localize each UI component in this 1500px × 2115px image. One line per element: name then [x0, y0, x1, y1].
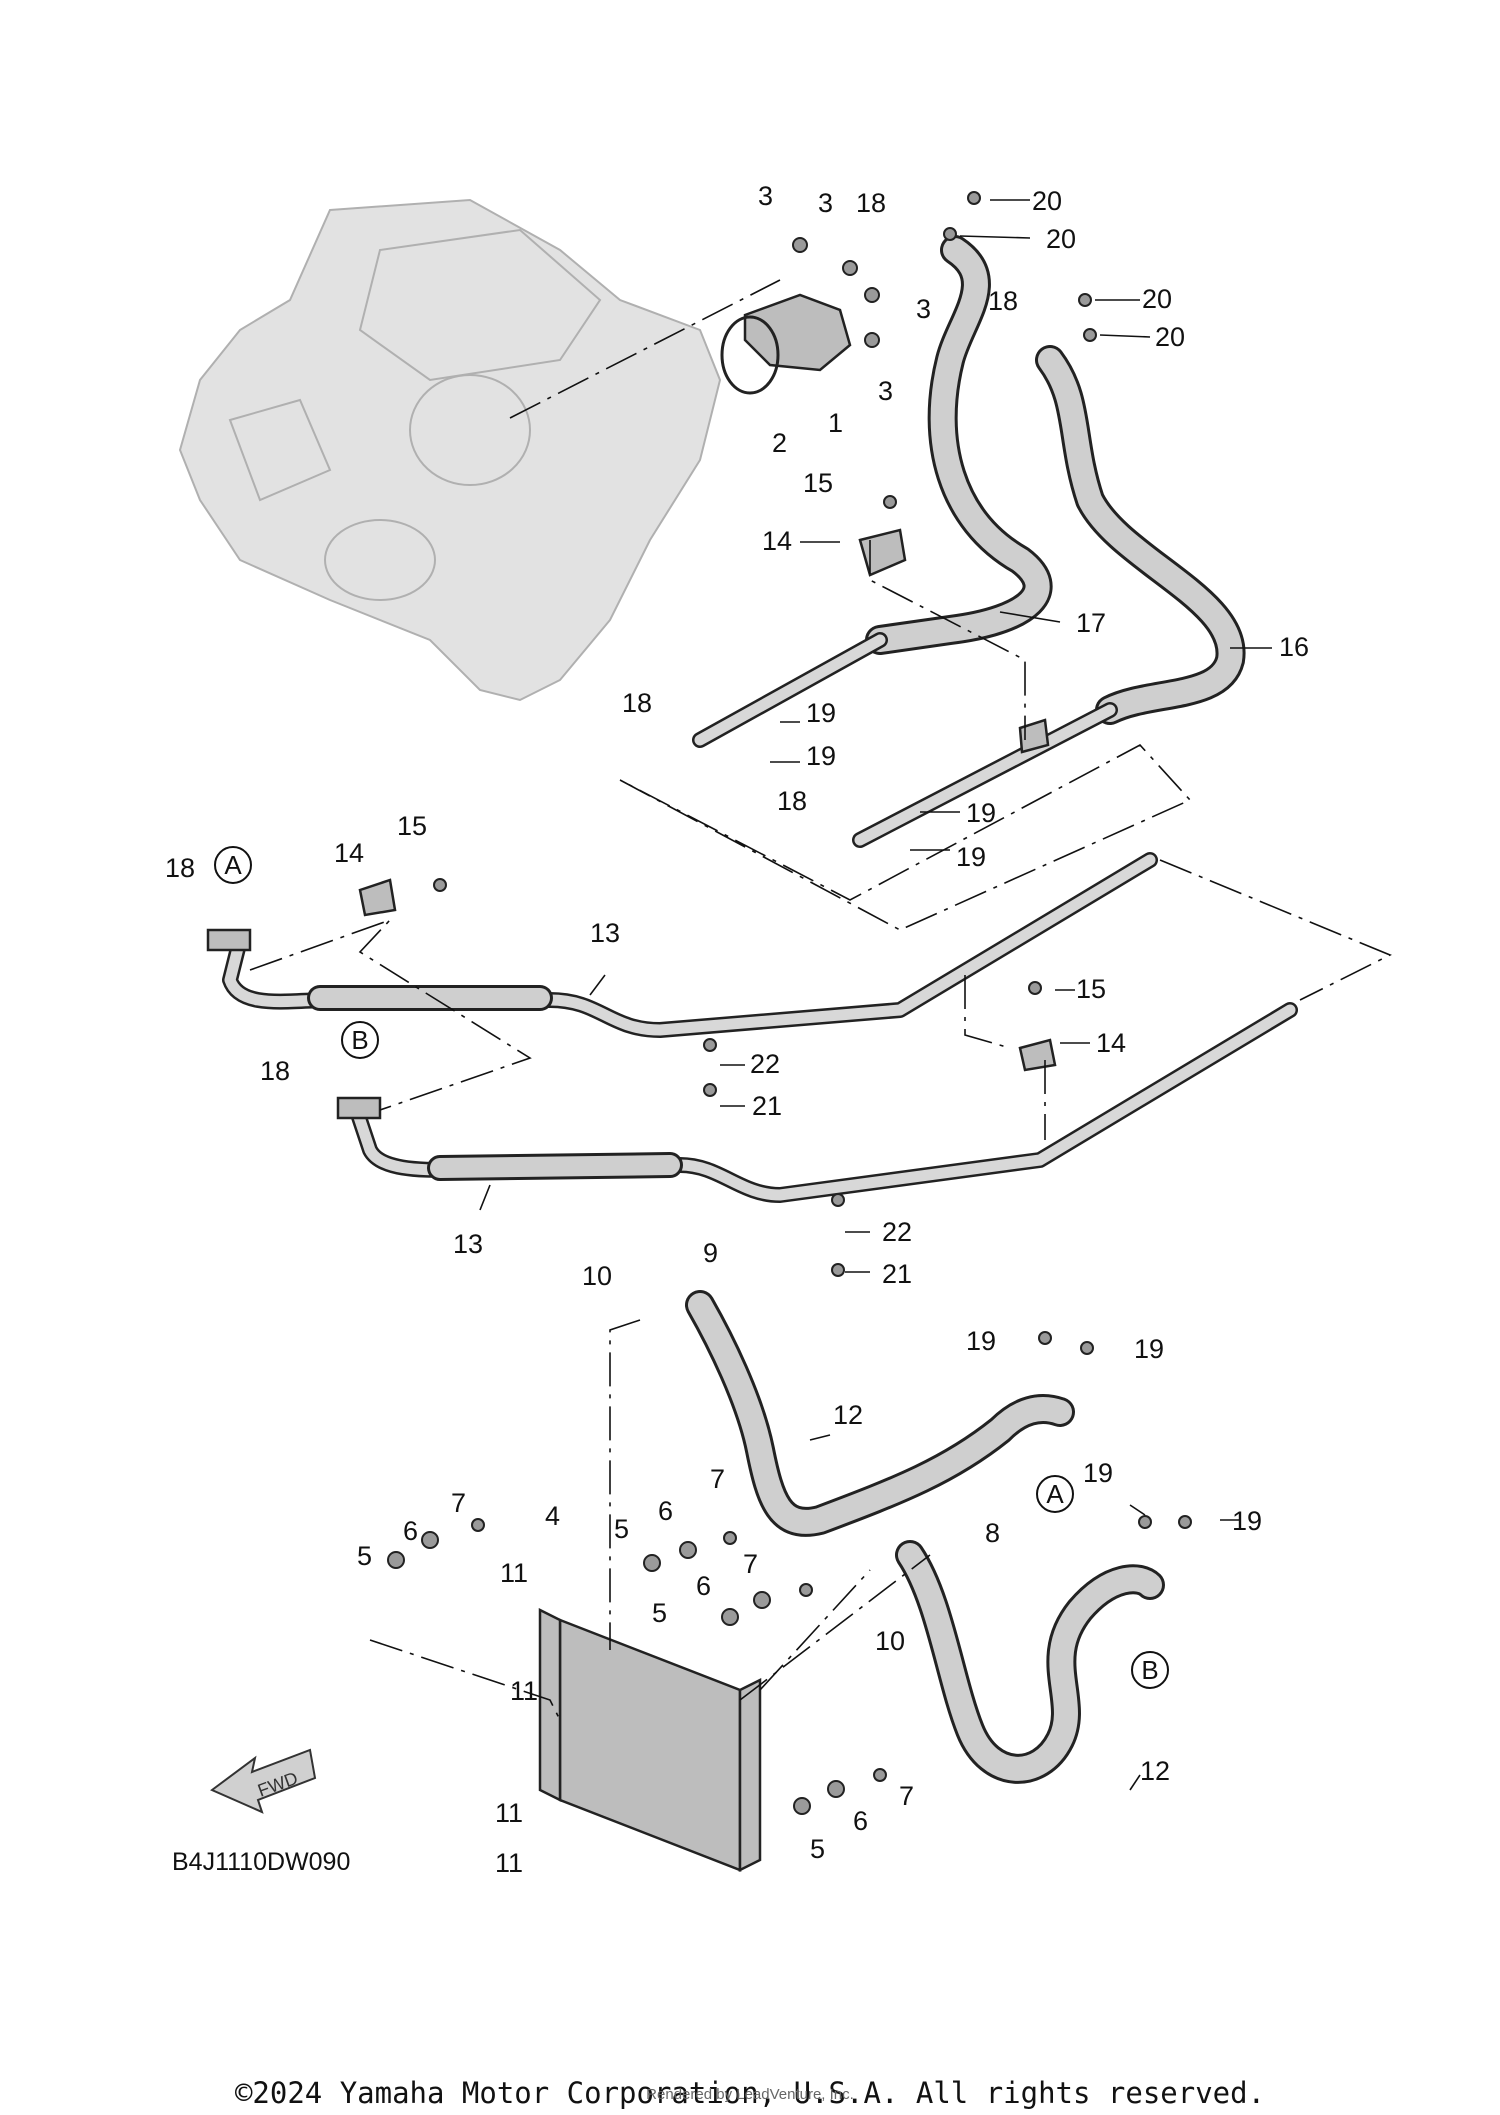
callout-19: 19 [966, 798, 996, 828]
callout-3: 3 [878, 376, 893, 406]
callout-19: 19 [806, 741, 836, 771]
callout-6: 6 [853, 1806, 868, 1836]
callout-7: 7 [451, 1488, 466, 1518]
callout-12: 12 [833, 1400, 863, 1430]
pipe-13-lower [347, 1002, 1298, 1203]
water-outlet-housing [720, 293, 852, 395]
callout-14: 14 [762, 526, 792, 556]
fwd-arrow: FWD [210, 1748, 317, 1814]
callout-22: 22 [750, 1049, 780, 1079]
callout-12: 12 [1140, 1756, 1170, 1786]
letter-B-2: B [1131, 1651, 1169, 1689]
callout-6: 6 [403, 1516, 418, 1546]
hose-16-17 [865, 235, 1246, 725]
callout-2: 2 [772, 428, 787, 458]
callout-11: 11 [495, 1848, 523, 1878]
callout-19: 19 [956, 842, 986, 872]
callout-6: 6 [696, 1571, 711, 1601]
callout-8: 8 [985, 1518, 1000, 1548]
callout-5: 5 [810, 1834, 825, 1864]
callout-22: 22 [882, 1217, 912, 1247]
callout-10: 10 [582, 1261, 612, 1291]
callout-20: 20 [1032, 186, 1062, 216]
letter-B-1: B [341, 1021, 379, 1059]
callout-20: 20 [1155, 322, 1185, 352]
callout-3: 3 [818, 188, 833, 218]
copyright-notice: ©2024 Yamaha Motor Corporation, U.S.A. A… [234, 2076, 1266, 2110]
callout-21: 21 [752, 1091, 782, 1121]
callout-13: 13 [453, 1229, 483, 1259]
svg-text:A: A [1046, 1479, 1064, 1509]
callout-20: 20 [1046, 224, 1076, 254]
hose-9 [685, 1290, 1075, 1537]
diagram-code: B4J1110DW090 [172, 1848, 350, 1876]
callout-18: 18 [856, 188, 886, 218]
flanges-18 [206, 928, 382, 1120]
callout-10: 10 [875, 1626, 905, 1656]
engine-block-ghost [178, 198, 722, 702]
callout-11: 11 [510, 1676, 538, 1706]
callout-19: 19 [1083, 1458, 1113, 1488]
callout-7: 7 [899, 1781, 914, 1811]
callout-group: 3 3 3 3 18 20 20 18 20 20 2 1 15 14 17 1… [165, 181, 1309, 1878]
callout-4: 4 [545, 1501, 560, 1531]
callout-1: 1 [828, 408, 843, 438]
callout-18: 18 [260, 1056, 290, 1086]
rendered-by-note: Rendered by LeadVenture, Inc. [646, 2086, 854, 2103]
callout-15: 15 [803, 468, 833, 498]
callout-13: 13 [590, 918, 620, 948]
callout-19: 19 [806, 698, 836, 728]
callout-11: 11 [500, 1558, 528, 1588]
callout-20: 20 [1142, 284, 1172, 314]
callout-17: 17 [1076, 608, 1106, 638]
callout-11: 11 [495, 1798, 523, 1828]
clamps-14-middle [358, 878, 1057, 1072]
callout-18: 18 [165, 853, 195, 883]
letter-A-2: A [1036, 1475, 1074, 1513]
letter-A-1: A [214, 846, 252, 884]
callout-18: 18 [777, 786, 807, 816]
callout-6: 6 [658, 1496, 673, 1526]
callout-19: 19 [1232, 1506, 1262, 1536]
callout-5: 5 [652, 1598, 667, 1628]
callout-18: 18 [622, 688, 652, 718]
clamps-14-upper [858, 528, 1050, 754]
callout-19: 19 [966, 1326, 996, 1356]
callout-16: 16 [1279, 632, 1309, 662]
hose-8 [895, 1540, 1165, 1784]
oil-cooler [538, 1607, 762, 1873]
callout-3: 3 [758, 181, 773, 211]
pipe-13-upper [222, 852, 1158, 1038]
callout-7: 7 [743, 1549, 758, 1579]
callout-9: 9 [703, 1238, 718, 1268]
pipes-upper [692, 632, 1118, 848]
callout-5: 5 [614, 1514, 629, 1544]
reference-lines [249, 540, 1392, 1721]
callout-5: 5 [357, 1541, 372, 1571]
callout-18: 18 [988, 286, 1018, 316]
leader-lines [479, 199, 1272, 1791]
svg-text:B: B [1141, 1655, 1158, 1685]
svg-text:A: A [224, 850, 242, 880]
engine-reference-line [509, 279, 781, 419]
callout-21: 21 [882, 1259, 912, 1289]
callout-14: 14 [1096, 1028, 1126, 1058]
callout-15: 15 [397, 811, 427, 841]
callout-15: 15 [1076, 974, 1106, 1004]
callout-19: 19 [1134, 1334, 1164, 1364]
svg-text:B: B [351, 1025, 368, 1055]
callout-3: 3 [916, 294, 931, 324]
callout-14: 14 [334, 838, 364, 868]
hardware-bolts [387, 191, 1192, 1815]
callout-7: 7 [710, 1464, 725, 1494]
